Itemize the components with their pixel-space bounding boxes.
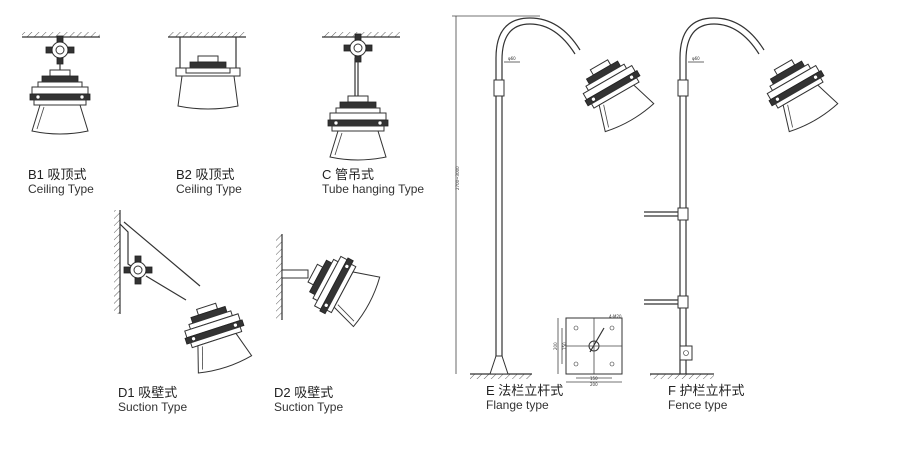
label-d2-en: Suction Type — [274, 399, 344, 414]
label-b1: B1 吸顶式 Ceiling Type — [28, 167, 94, 197]
diagram-e: 2700~3000 φ60 4-M20 150 200 200 — [452, 15, 658, 387]
label-c-cn: C 管吊式 — [322, 167, 375, 182]
label-c: C 管吊式 Tube hanging Type — [322, 167, 425, 197]
label-d2: D2 吸壁式 Suction Type — [274, 385, 344, 415]
label-b1-en: Ceiling Type — [28, 181, 94, 196]
label-d1-en: Suction Type — [118, 399, 188, 414]
diagram-b1 — [22, 32, 100, 135]
diagram-d1 — [114, 210, 255, 377]
dim-plate-h: 200 — [553, 342, 558, 350]
dim-plate-w: 200 — [590, 382, 598, 387]
label-f-en: Fence type — [668, 397, 728, 412]
label-e-en: Flange type — [486, 397, 549, 412]
label-d1-cn: D1 吸壁式 — [118, 385, 178, 400]
dim-plate-w-inner: 150 — [590, 376, 598, 381]
label-d1: D1 吸壁式 Suction Type — [118, 385, 188, 415]
label-f: F 护栏立杆式 Fence type — [668, 383, 745, 413]
label-b1-cn: B1 吸顶式 — [28, 167, 87, 182]
label-e: E 法栏立杆式 Flange type — [486, 383, 564, 413]
label-d2-cn: D2 吸壁式 — [274, 385, 334, 400]
dim-pole-diameter-e: φ60 — [508, 56, 516, 61]
dim-pole-height: 2700~3000 — [455, 166, 460, 190]
label-c-en: Tube hanging Type — [322, 181, 425, 196]
diagram-d2 — [276, 234, 384, 331]
diagram-b2 — [168, 32, 246, 110]
label-f-cn: F 护栏立杆式 — [668, 383, 745, 398]
dim-pole-diameter-f: φ60 — [692, 56, 700, 61]
diagram-f: φ60 — [644, 17, 842, 379]
label-b2-en: Ceiling Type — [176, 181, 242, 196]
dim-plate-hole: 4-M20 — [609, 314, 622, 319]
label-b2-cn: B2 吸顶式 — [176, 167, 235, 182]
label-b2: B2 吸顶式 Ceiling Type — [176, 167, 242, 197]
dim-plate-h-inner: 150 — [562, 342, 567, 350]
diagram-c — [322, 32, 400, 161]
label-e-cn: E 法栏立杆式 — [486, 383, 564, 398]
